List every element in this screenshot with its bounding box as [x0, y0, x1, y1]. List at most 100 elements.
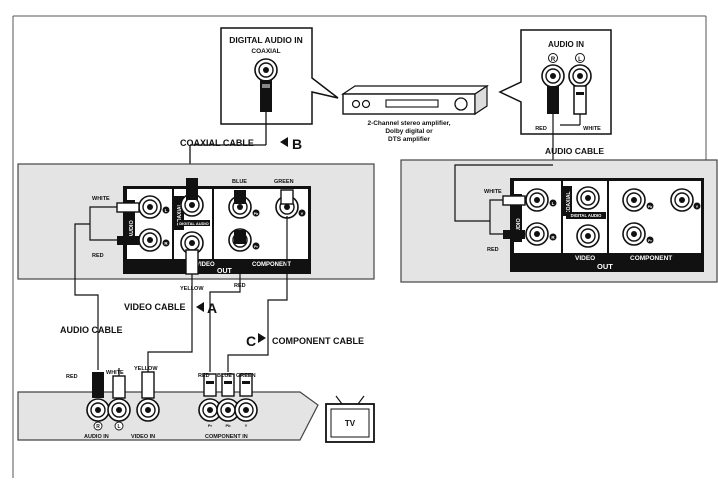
left-component-label: COMPONENT: [252, 262, 291, 268]
audio-in-r-symbol: R: [551, 57, 556, 63]
tv-comp-red-label: RED: [198, 373, 210, 379]
coaxial-jack-icon: [254, 58, 278, 82]
right-jack-pr-symbol: Pr: [648, 239, 652, 243]
left-blue-label: BLUE: [232, 179, 247, 185]
cable-letter-a: A: [207, 300, 217, 316]
left-coaxial-label: COAXIAL: [177, 204, 183, 227]
tv-y-jack-icon: [234, 398, 258, 422]
right-white-label: WHITE: [484, 189, 502, 195]
tv-video-in-label: VIDEO IN: [131, 434, 155, 440]
tv-input-plugs: [92, 371, 253, 399]
digital-audio-in-callout: DIGITAL AUDIO IN COAXIAL: [220, 27, 339, 125]
video-cable-label: VIDEO CABLE: [124, 302, 186, 312]
audio-cable-left-label: AUDIO CABLE: [60, 325, 123, 335]
audio-in-callout: AUDIO IN R L RED WHITE: [498, 29, 612, 135]
right-audio-label: AUDIO: [516, 218, 522, 236]
left-red-comp-plug-icon: [234, 230, 246, 244]
right-jack-r-symbol: R: [551, 235, 555, 240]
cable-letter-b: B: [292, 136, 302, 152]
red-plug-icon: [547, 86, 559, 114]
audio-in-title: AUDIO IN: [548, 40, 584, 49]
audio-cable-top-label: AUDIO CABLE: [545, 146, 604, 156]
arrow-right-icon: [258, 333, 266, 343]
amplifier-device: 2-Channel stereo amplifier, Dolby digita…: [341, 84, 489, 143]
cable-letter-c: C: [246, 333, 256, 349]
tv-r-symbol: R: [96, 424, 100, 430]
digital-audio-in-title: DIGITAL AUDIO IN: [229, 35, 303, 45]
component-cable-label: COMPONENT CABLE: [272, 336, 364, 346]
left-out-label: OUT: [217, 268, 233, 275]
right-white-plug-icon: [502, 195, 526, 206]
left-video-label: VIDEO: [196, 262, 215, 268]
tv-pr-symbol: Pr: [208, 423, 213, 428]
left-yellow-plug-icon: [185, 249, 199, 275]
right-audio-r-jack-icon: [525, 222, 549, 246]
left-white-plug-icon: [116, 202, 140, 213]
left-coax-plug-icon: [186, 178, 198, 200]
left-blue-plug-icon: [234, 190, 246, 204]
right-jack-l-symbol: L: [552, 201, 555, 206]
left-audio-label: AUDIO: [129, 220, 135, 238]
left-player-back-panel: COAXIAL AUDIO L R DIGITAL AUDIO Pb Y Pr …: [123, 186, 311, 275]
tv-red-label: RED: [66, 374, 78, 380]
tv-label: TV: [345, 419, 356, 428]
tv-audio-r-jack-icon: [86, 398, 110, 422]
left-green-plug-icon: [280, 189, 294, 205]
tv-comp-blue-label: BLUE: [217, 373, 232, 379]
tv-input-panel: [17, 391, 319, 441]
right-jack-y-symbol: Y: [696, 204, 699, 209]
left-red-label: RED: [92, 253, 104, 259]
right-coaxial-label: COAXIAL: [566, 192, 572, 215]
audio-in-l-symbol: L: [578, 57, 582, 63]
right-out-label: OUT: [597, 262, 613, 271]
arrow-left-icon: [280, 137, 288, 147]
right-digital-audio-label: DIGITAL AUDIO: [571, 213, 603, 218]
tv-video-jack-icon: [136, 398, 160, 422]
tv-audio-in-label: AUDIO IN: [84, 434, 109, 440]
audio-in-white-label: WHITE: [583, 126, 601, 132]
tv-audio-l-jack-icon: [107, 398, 131, 422]
right-coaxial-jack-icon: [576, 186, 600, 210]
left-red-plug-icon: [117, 236, 139, 245]
right-video-label: VIDEO: [575, 255, 595, 262]
tv-white-label: WHITE: [106, 370, 124, 376]
tv-icon: TV: [325, 395, 375, 443]
digital-audio-in-subtitle: COAXIAL: [251, 48, 280, 55]
white-plug-icon: [573, 85, 587, 115]
left-digital-audio-label: DIGITAL AUDIO: [179, 221, 208, 226]
amplifier-label-line1: 2-Channel stereo amplifier,: [367, 120, 450, 127]
left-jack-pb-symbol: Pb: [254, 212, 258, 216]
left-audio-l-jack-icon: [138, 195, 162, 219]
left-audio-r-jack-icon: [138, 228, 162, 252]
right-audio-l-jack-icon: [525, 188, 549, 212]
left-white-label: WHITE: [92, 196, 110, 202]
tv-comp-green-label: GREEN: [236, 373, 256, 379]
tv-l-symbol: L: [117, 424, 120, 430]
amplifier-label-line2: Dolby digital or: [385, 128, 433, 135]
tv-yellow-label: YELLOW: [134, 366, 158, 372]
right-video-jack-icon: [576, 224, 600, 248]
amplifier-label-line3: DTS amplifier: [388, 136, 430, 143]
right-pb-jack-icon: [622, 188, 646, 212]
right-red-label: RED: [487, 247, 499, 253]
right-red-plug-icon: [503, 230, 525, 239]
coaxial-cable-label: COAXIAL CABLE: [180, 138, 254, 148]
right-y-jack-icon: [670, 188, 694, 212]
audio-in-l-jack-icon: [568, 64, 592, 88]
right-jack-pb-symbol: Pb: [648, 205, 652, 209]
right-pr-jack-icon: [622, 222, 646, 246]
tv-y-symbol: Y: [245, 423, 248, 428]
left-green-label: GREEN: [274, 179, 294, 185]
left-jack-pr-symbol: Pr: [254, 245, 258, 249]
tv-component-in-label: COMPONENT IN: [205, 434, 248, 440]
audio-in-r-jack-icon: [541, 64, 565, 88]
right-component-label: COMPONENT: [630, 255, 672, 262]
tv-pb-symbol: Pb: [225, 423, 231, 428]
right-player-back-panel: AUDIO COAXIAL L R DIGITAL AUDIO Pb Y Pr …: [510, 178, 704, 272]
left-jack-r-symbol: R: [164, 241, 168, 246]
left-jack-y-symbol: Y: [301, 211, 304, 216]
arrow-left-icon-2: [196, 302, 204, 312]
left-jack-l-symbol: L: [165, 208, 168, 213]
